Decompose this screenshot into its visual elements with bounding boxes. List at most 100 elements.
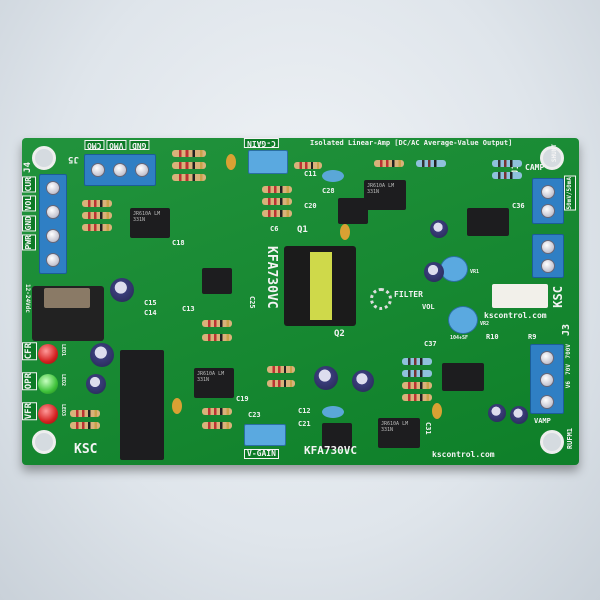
j1-name: CAMP (525, 163, 545, 172)
ceramic-capacitor (340, 224, 350, 240)
j5-pin-labels: CMO VMO GND (84, 140, 150, 150)
electrolytic-capacitor (510, 406, 528, 424)
ref-label: C37 (424, 340, 437, 348)
electrolytic-capacitor (352, 370, 374, 392)
resistor (202, 334, 232, 341)
vr1-trimmer[interactable] (440, 256, 468, 282)
ref-label: C19 (236, 395, 249, 403)
isolation-transformer (284, 246, 356, 326)
resistor (402, 358, 432, 365)
j4-label: J4 (23, 162, 33, 173)
ref-label: R10 (486, 333, 499, 341)
resistor (172, 150, 206, 157)
resistor (374, 160, 404, 167)
resistor (172, 162, 206, 169)
resistor (402, 382, 432, 389)
electrolytic-capacitor (424, 262, 444, 282)
ceramic-capacitor (172, 398, 182, 414)
electrolytic-capacitor (430, 220, 448, 238)
v-gain-label: V-GAIN (244, 449, 279, 459)
ceramic-capacitor (322, 170, 344, 182)
ref-label: C21 (298, 420, 311, 428)
optocoupler (338, 198, 368, 224)
dip-ic-large (120, 350, 164, 460)
j4-terminal-block[interactable] (39, 174, 67, 274)
resistor (262, 186, 292, 193)
led-vfr (38, 404, 58, 424)
op-amp-ic (467, 208, 509, 236)
op-amp-ic: JR610A LM 331N (364, 180, 406, 210)
electrolytic-capacitor (86, 374, 106, 394)
mounting-hole (540, 430, 564, 454)
filter-label: FILTER (394, 290, 423, 299)
resistor (202, 422, 232, 429)
resistor (262, 210, 292, 217)
pin-label: GND (128, 140, 150, 150)
electrolytic-capacitor (314, 366, 338, 390)
op-amp-ic: JR610A LM 331N (130, 208, 170, 238)
led-cfr (38, 344, 58, 364)
supply-label: 12-24Vdc (24, 284, 31, 313)
model-label-vertical: KFA730VC (264, 246, 279, 309)
ref-label: C15 (144, 299, 157, 307)
optocoupler (202, 268, 232, 294)
resistor (492, 172, 522, 179)
led3-ref: LED3 (60, 404, 66, 417)
pin-label: PWR (22, 234, 36, 251)
ref-label: C14 (144, 309, 157, 317)
vol-label: VOL (422, 303, 435, 311)
ref-label: C11 (304, 170, 317, 178)
gear-test-point-icon (370, 288, 392, 310)
led-label-opr: OPR (22, 372, 37, 391)
j3-name: VAMP (534, 417, 551, 425)
resistor (492, 160, 522, 167)
led2-ref: LED2 (60, 374, 66, 387)
ref-label: C31 (424, 422, 432, 435)
ref-q2: Q2 (334, 329, 345, 339)
electrolytic-capacitor (90, 343, 114, 367)
pin-label: 700V (565, 344, 572, 359)
resistor (267, 380, 295, 387)
op-amp-ic: JR610A LM 331N (378, 418, 420, 448)
j1-terminal-block[interactable] (532, 178, 564, 224)
terminal-block[interactable] (532, 234, 564, 278)
mounting-hole (32, 146, 56, 170)
j5-label: J5 (68, 154, 79, 164)
pin-label: GND (22, 214, 36, 232)
heatsink (32, 286, 104, 341)
v-gain-trimmer[interactable] (244, 424, 286, 446)
ref-label: C28 (322, 187, 335, 195)
board-title: Isolated Linear-Amp [DC/AC Average-Value… (310, 139, 513, 147)
resistor (294, 162, 322, 169)
resistor (262, 198, 292, 205)
j4-pin-labels: CUR VOL GND PWR (22, 176, 36, 251)
resistor (402, 370, 432, 377)
vr1-label: VR1 (470, 269, 480, 275)
ref-label: C12 (298, 407, 311, 415)
model-label: KFA730VC (304, 444, 357, 457)
j3-label: J3 (561, 324, 572, 337)
pin-label: VMO (106, 140, 127, 150)
resistor (402, 394, 432, 401)
resistor (82, 212, 112, 219)
resistor (172, 174, 206, 181)
optocoupler (322, 423, 352, 449)
ref-label: C13 (182, 305, 195, 313)
resistor (70, 410, 100, 417)
c-gain-label: C-GAIN (244, 138, 279, 148)
led-opr (38, 374, 58, 394)
vr2-trimmer[interactable] (448, 306, 478, 334)
pcb-board: Isolated Linear-Amp [DC/AC Average-Value… (22, 138, 579, 465)
led1-ref: LED1 (60, 344, 66, 357)
op-amp-ic (442, 363, 484, 391)
ref-label: C36 (512, 202, 525, 210)
c-gain-trimmer[interactable] (248, 150, 288, 174)
pin-label: V6 (565, 381, 572, 389)
vr2-label: VR2 (480, 321, 490, 327)
website-label: kscontrol.com (432, 450, 495, 459)
j5-terminal-block[interactable] (84, 154, 156, 186)
mounting-hole (540, 146, 564, 170)
pin-label: 70V (565, 364, 572, 376)
website-label: kscontrol.com (484, 311, 547, 320)
j3-terminal-block[interactable] (530, 344, 564, 414)
